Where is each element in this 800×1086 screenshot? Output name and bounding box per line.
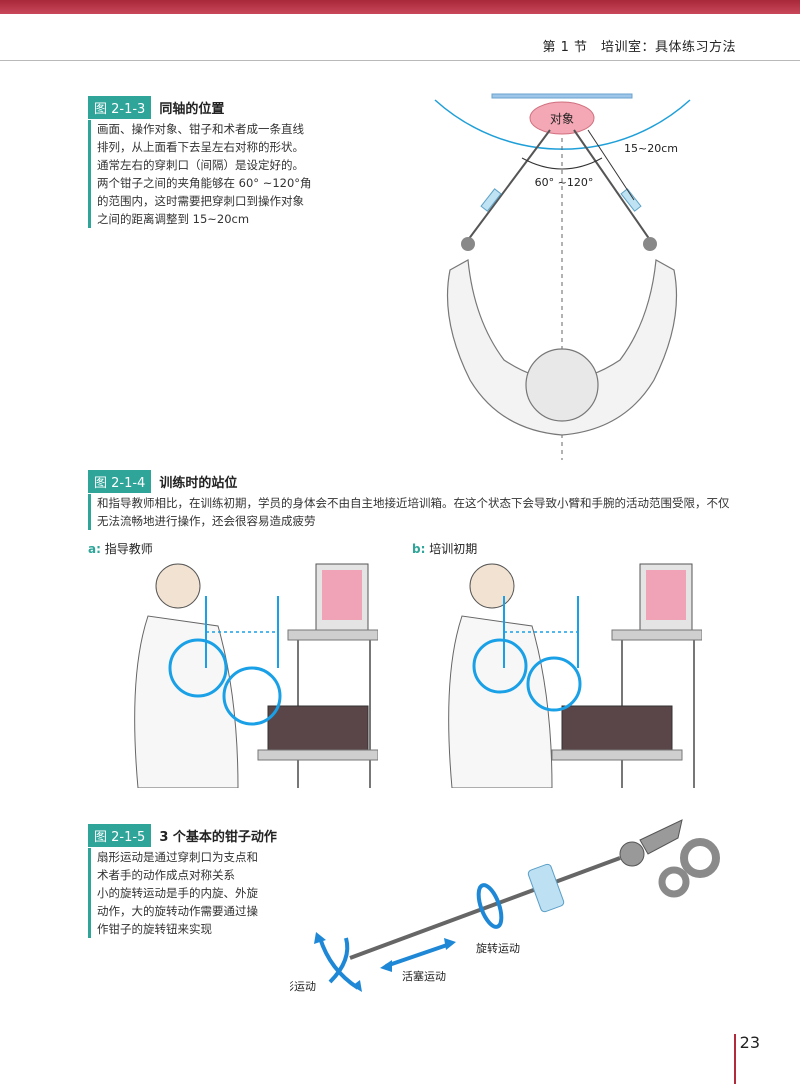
figure-2-1-5-description: 扇形运动是通过穿刺口为支点和 术者手的动作成点对称关系 小的旋转运动是手的内旋、…	[88, 848, 307, 938]
forceps-motion-diagram: 旋转运动 活塞运动 扇形运动	[290, 810, 750, 1010]
page-number-rule	[734, 1034, 736, 1084]
description-line: 作钳子的旋转钮来实现	[97, 920, 307, 938]
rotation-label: 旋转运动	[476, 941, 520, 955]
figure-2-1-4-caption: 图 2-1-4 训练时的站位	[88, 470, 237, 493]
coaxial-position-diagram: 对象 15~20cm 60° ~120°	[380, 80, 760, 460]
figure-2-1-3-description: 画面、操作对象、钳子和术者成一条直线 排列，从上面看下去呈左右对称的形状。 通常…	[88, 120, 357, 228]
angle-label: 60° ~120°	[535, 176, 594, 189]
running-header: 第 1 节 培训室：具体练习方法	[542, 36, 736, 55]
figure-title: 3 个基本的钳子动作	[159, 826, 277, 845]
page-number: 23	[740, 1033, 760, 1052]
figure-tag: 图 2-1-3	[88, 96, 151, 119]
figure-2-1-5-caption: 图 2-1-5 3 个基本的钳子动作	[88, 824, 277, 847]
description-line: 排列，从上面看下去呈左右对称的形状。	[97, 138, 357, 156]
description-line: 和指导教师相比，在训练初期，学员的身体会不由自主地接近培训箱。在这个状态下会导致…	[97, 494, 737, 512]
description-line: 画面、操作对象、钳子和术者成一条直线	[97, 120, 357, 138]
description-line: 两个钳子之间的夹角能够在 60° ~120°角	[97, 174, 357, 192]
target-label: 对象	[550, 112, 574, 126]
figure-title: 同轴的位置	[159, 98, 224, 117]
panel-a-illustration	[88, 556, 378, 788]
distance-label: 15~20cm	[624, 142, 678, 155]
description-line: 通常左右的穿刺口（间隔）是设定好的。	[97, 156, 357, 174]
description-line: 之间的距离调整到 15~20cm	[97, 210, 357, 228]
description-line: 术者手的动作成点对称关系	[97, 866, 307, 884]
description-line: 扇形运动是通过穿刺口为支点和	[97, 848, 307, 866]
description-line: 的范围内，这时需要把穿刺口到操作对象	[97, 192, 357, 210]
header-color-bar	[0, 0, 800, 14]
figure-2-1-3-caption: 图 2-1-3 同轴的位置	[88, 96, 224, 119]
figure-tag: 图 2-1-5	[88, 824, 151, 847]
figure-tag: 图 2-1-4	[88, 470, 151, 493]
description-line: 动作，大的旋转动作需要通过操	[97, 902, 307, 920]
description-line: 小的旋转运动是手的内旋、外旋	[97, 884, 307, 902]
figure-2-1-4-description: 和指导教师相比，在训练初期，学员的身体会不由自主地接近培训箱。在这个状态下会导致…	[88, 494, 737, 530]
description-line: 无法流畅地进行操作，还会很容易造成疲劳	[97, 512, 737, 530]
panel-b-label: b: 培训初期	[412, 540, 477, 557]
piston-label: 活塞运动	[402, 969, 446, 983]
header-rule	[0, 60, 800, 61]
panel-a-label: a: 指导教师	[88, 540, 153, 557]
fan-label: 扇形运动	[290, 979, 316, 993]
figure-title: 训练时的站位	[159, 472, 237, 491]
panel-b-illustration	[412, 556, 702, 788]
